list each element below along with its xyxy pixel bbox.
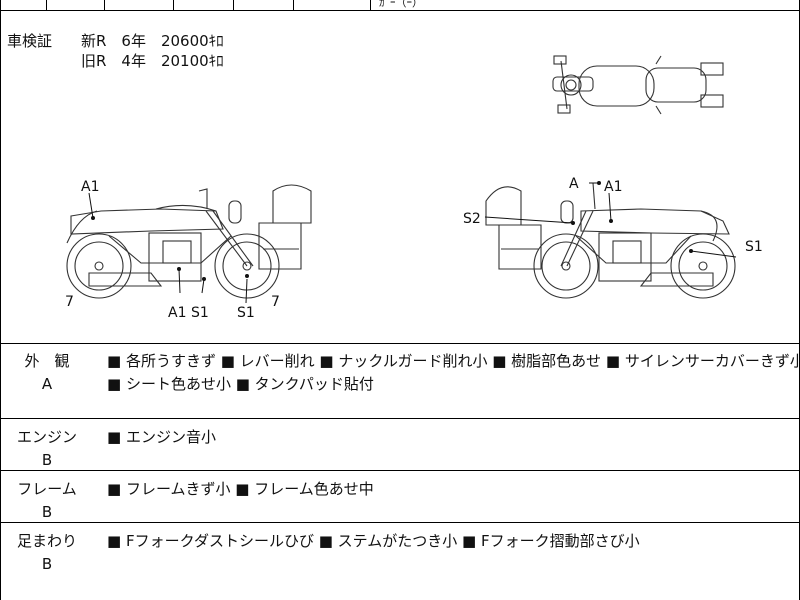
header-strip: ｶﾞｰ（ｰ） (1, 0, 799, 11)
section-category: 足まわり B (15, 530, 79, 576)
inspection-row-new: 新R 6年 20600ｷﾛ (81, 32, 224, 50)
item-line: ■ シート色あせ小 ■ タンクパッド貼付 (107, 375, 374, 393)
callout-label: 7 (271, 294, 280, 310)
damage-diagram: 車検証 新R 6年 20600ｷﾛ 旧R 4年 20100ｷﾛ (1, 11, 799, 344)
inspection-info: 車検証 新R 6年 20600ｷﾛ 旧R 4年 20100ｷﾛ (7, 30, 307, 80)
item-line: ■ フレームきず小 ■ フレーム色あせ中 (107, 480, 374, 498)
category-label: 外 観 (24, 352, 70, 370)
inspection-label: 車検証 (7, 32, 53, 50)
callout-label: A1 (168, 305, 186, 321)
callout-label: S1 (745, 239, 763, 255)
grade-label: B (41, 503, 53, 521)
callout-label: S1 (191, 305, 209, 321)
motorcycle-diagram: A1 7 A1 S1 S1 7 A A1 S2 S1 (65, 55, 763, 321)
category-label: エンジン (16, 428, 77, 446)
callout-label: A (569, 176, 579, 192)
callout-label: S2 (463, 211, 481, 227)
grade-label: B (41, 451, 53, 469)
section-engine: エンジン B ■ エンジン音小 (1, 420, 799, 471)
motorcycle-top-view-icon (552, 55, 724, 115)
header-cell-divider (104, 0, 105, 10)
item-line: ■ Fフォークダストシールひび ■ ステムがたつき小 ■ Fフォーク摺動部さび小 (107, 532, 640, 550)
motorcycle-left-side-icon (66, 184, 312, 299)
callout-label: 7 (65, 294, 74, 310)
header-cell-divider (46, 0, 47, 10)
category-label: 足まわり (16, 532, 77, 550)
section-category: エンジン B (15, 426, 79, 472)
section-items: ■ Fフォークダストシールひび ■ ステムがたつき小 ■ Fフォーク摺動部さび小 (107, 530, 640, 553)
section-frame: フレーム B ■ フレームきず小 ■ フレーム色あせ中 (1, 472, 799, 523)
section-suspension: 足まわり B ■ Fフォークダストシールひび ■ ステムがたつき小 ■ Fフォー… (1, 524, 799, 600)
section-category: フレーム B (15, 478, 79, 524)
section-items: ■ エンジン音小 (107, 426, 216, 449)
callout-label: A1 (604, 179, 622, 195)
header-mark: ｶﾞｰ（ｰ） (379, 0, 423, 9)
header-cell-divider (293, 0, 294, 10)
item-line: ■ エンジン音小 (107, 428, 216, 446)
header-cell-divider (173, 0, 174, 10)
motorcycle-right-side-icon (485, 182, 736, 299)
inspection-row-old: 旧R 4年 20100ｷﾛ (81, 52, 224, 70)
section-items: ■ フレームきず小 ■ フレーム色あせ中 (107, 478, 374, 501)
header-cell-divider (233, 0, 234, 10)
grade-label: B (41, 555, 53, 573)
section-exterior: 外 観 A ■ 各所うすきず ■ レバー削れ ■ ナックルガード削れ小 ■ 樹脂… (1, 344, 800, 419)
section-items: ■ 各所うすきず ■ レバー削れ ■ ナックルガード削れ小 ■ 樹脂部色あせ ■… (107, 350, 800, 396)
section-category: 外 観 A (15, 350, 79, 396)
callout-label: A1 (81, 179, 99, 195)
item-line: ■ 各所うすきず ■ レバー削れ ■ ナックルガード削れ小 ■ 樹脂部色あせ ■… (107, 352, 800, 370)
header-cell-divider (370, 0, 371, 10)
grade-label: A (41, 375, 53, 393)
category-label: フレーム (17, 480, 77, 498)
callout-label: S1 (237, 305, 255, 321)
